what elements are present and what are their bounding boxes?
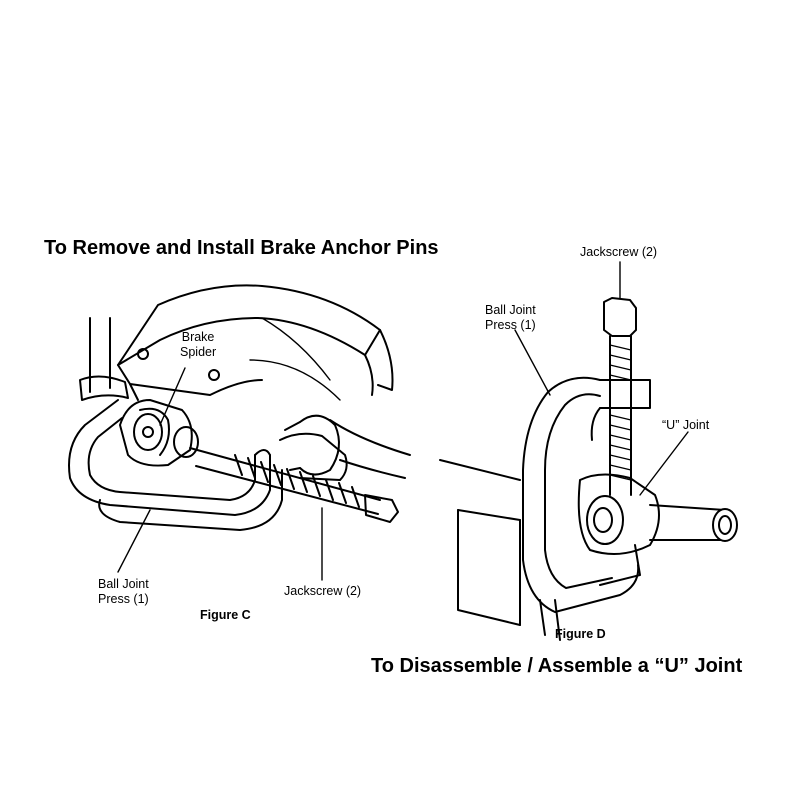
figure-d-heading: To Disassemble / Assemble a “U” Joint [371,655,743,677]
figure-c-heading: To Remove and Install Brake Anchor Pins [44,237,439,259]
ball-joint-press-leader [117,509,151,573]
vertical-jackscrew [603,297,637,496]
brake-spider-leader [159,367,186,426]
ball-joint-press-label-c: Ball Joint Press (1) [98,577,149,606]
jackscrew-label-c: Jackscrew (2) [284,584,362,598]
u-joint-press [522,376,651,613]
vertical-pipe [79,317,129,401]
u-joint [577,473,738,586]
brake-spider-label: Brake Spider [180,330,217,359]
brake-spider [119,399,199,467]
u-joint-label: “U” Joint [662,418,710,432]
background-block [439,459,561,641]
u-joint-leader [639,431,689,496]
ball-joint-press [68,399,283,531]
jackscrew [189,432,399,523]
jackscrew-label-d: Jackscrew (2) [580,245,658,259]
ball-joint-press-label-d: Ball Joint Press (1) [485,303,536,332]
brake-shoe [117,284,394,401]
d-press-leader [514,329,551,396]
axle-housing [284,414,411,479]
figure-c-caption: Figure C [200,608,251,622]
figure-d-caption: Figure D [555,627,606,641]
